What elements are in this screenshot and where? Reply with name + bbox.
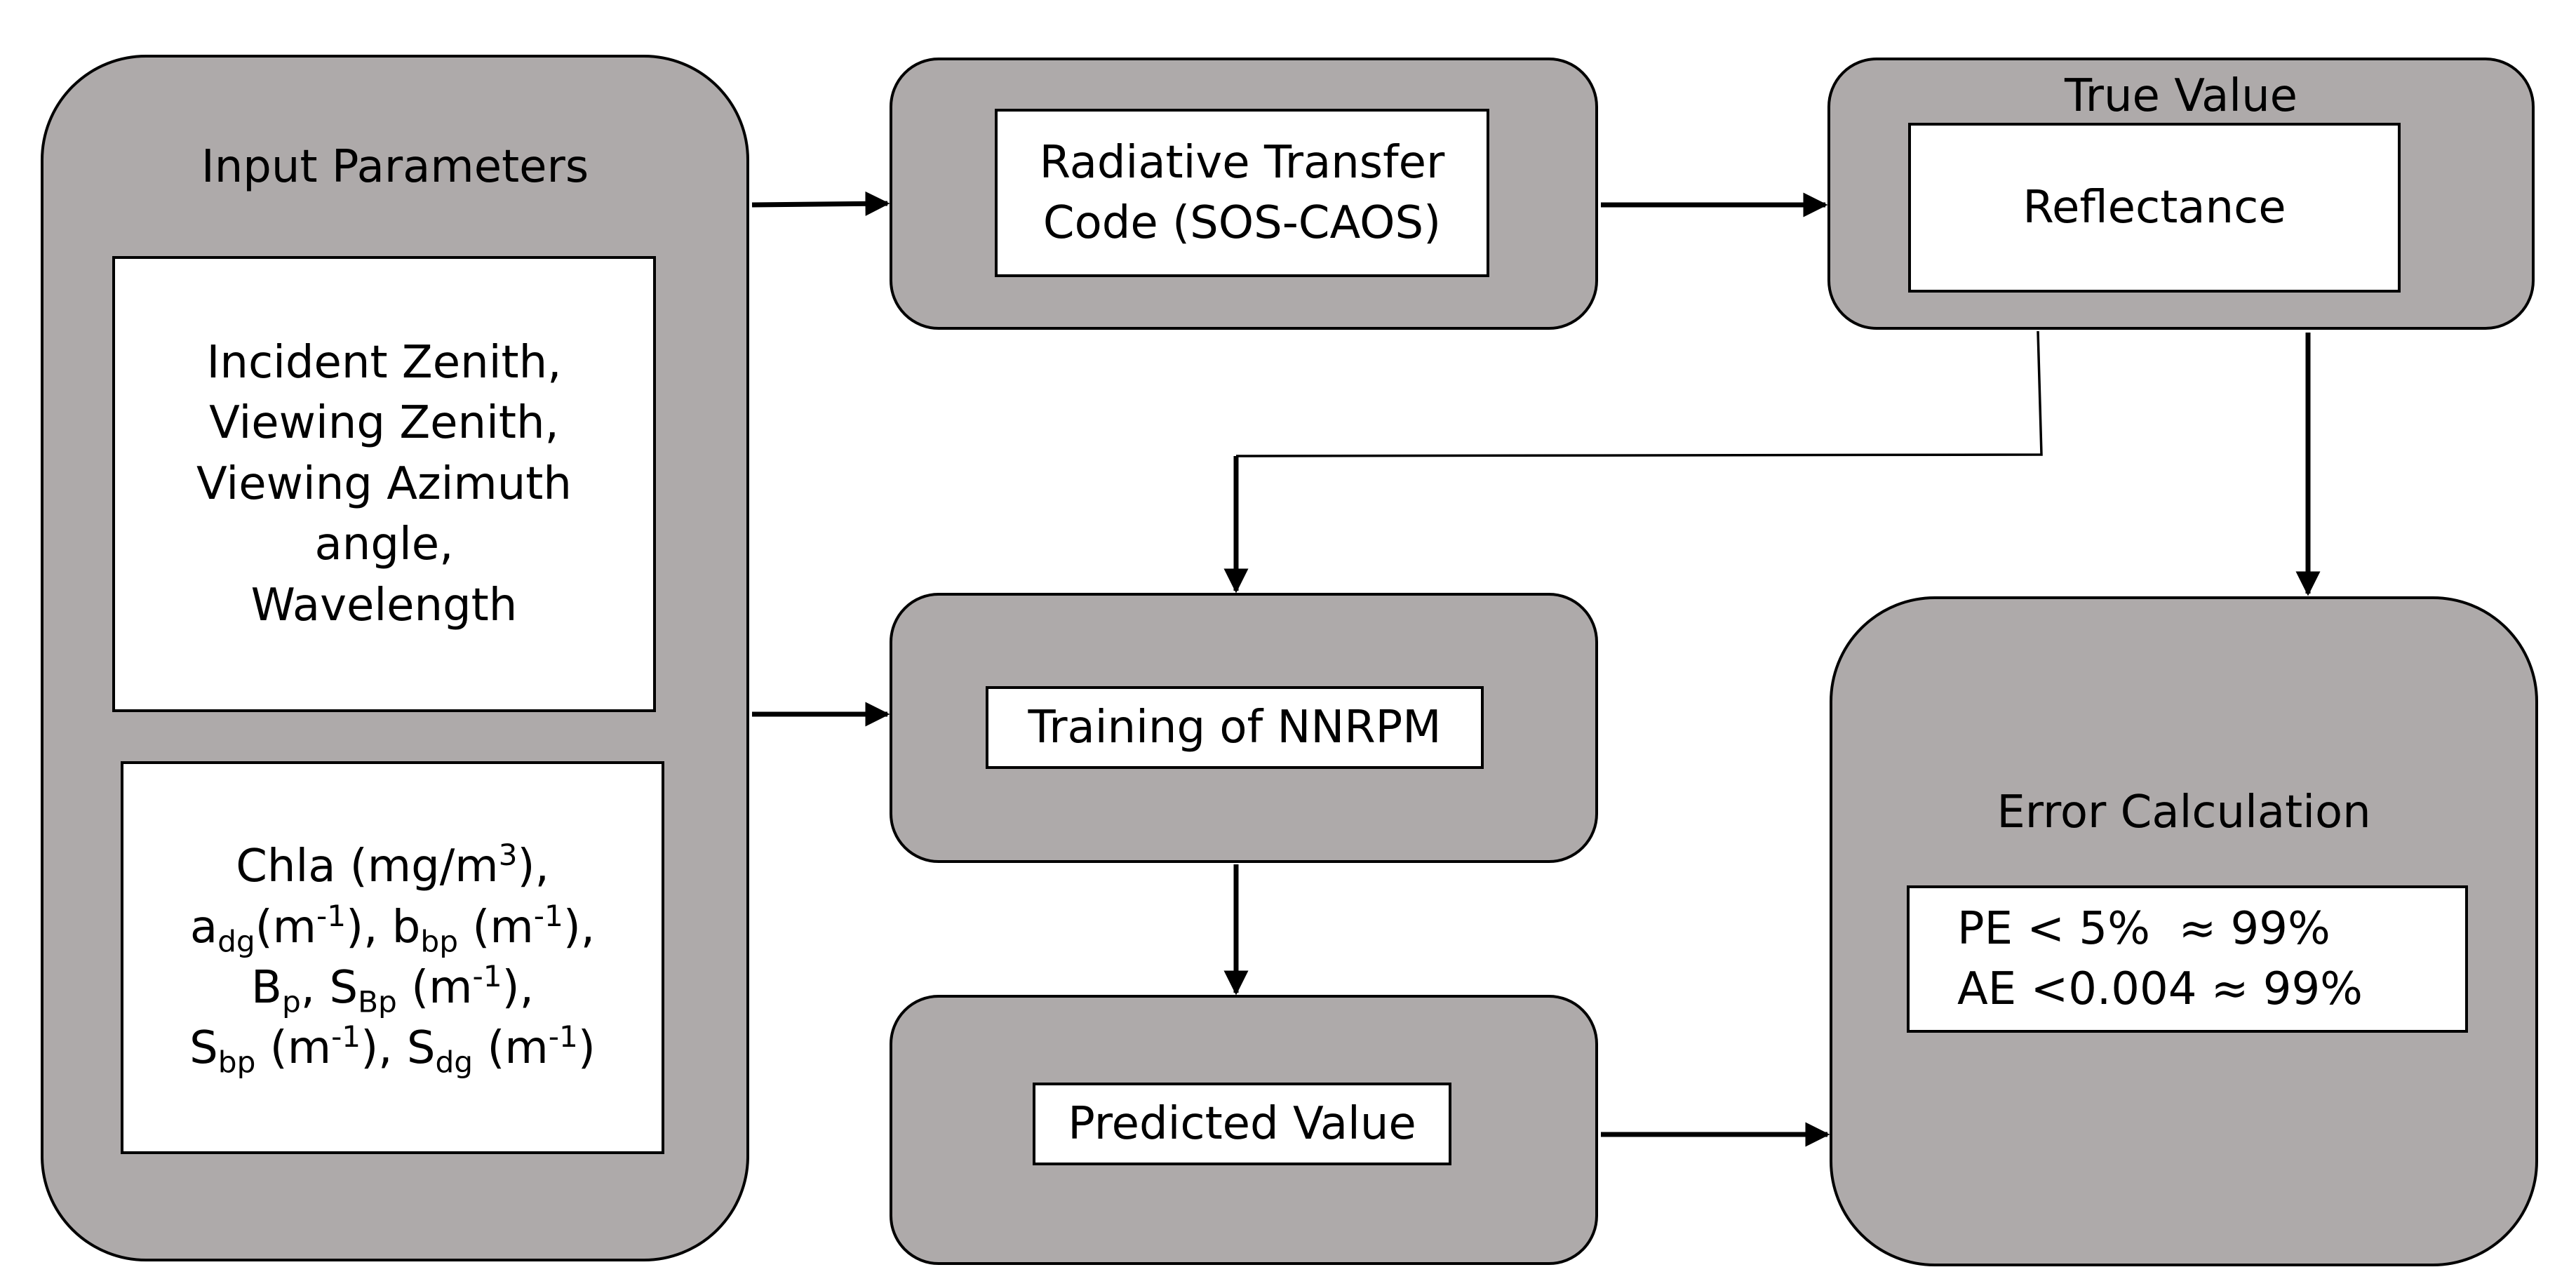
geometry-parameters-text: Incident Zenith, Viewing Zenith, Viewing…: [196, 333, 572, 636]
input-parameters-title: Input Parameters: [201, 141, 589, 193]
geometry-line: Incident Zenith,: [206, 337, 562, 389]
radiative-transfer-line: Radiative Transfer: [1039, 136, 1445, 189]
predicted-value-label: Predicted Value: [1068, 1097, 1416, 1150]
geometry-parameters-box: Incident Zenith, Viewing Zenith, Viewing…: [112, 256, 656, 712]
error-calculation-title: Error Calculation: [1997, 786, 2371, 838]
iop-parameters-box: Chla (mg/m3), adg(m-1), bbp (m-1), Bp, S…: [121, 761, 664, 1154]
iop-parameters-text: Chla (mg/m3), adg(m-1), bbp (m-1), Bp, S…: [189, 836, 596, 1079]
training-label: Training of NNRPM: [1028, 701, 1442, 753]
radiative-transfer-text: Radiative Transfer Code (SOS-CAOS): [1040, 133, 1445, 254]
predicted-value-inner: Predicted Value: [1033, 1083, 1451, 1165]
iop-line-chla: Chla (mg/m3),: [236, 838, 549, 893]
geometry-line: Viewing Azimuth: [196, 457, 572, 510]
iop-line-bp-sbp: Bp, SBp (m-1),: [251, 958, 534, 1019]
connector-true-value-to-training: [1235, 330, 2043, 457]
radiative-transfer-inner: Radiative Transfer Code (SOS-CAOS): [995, 109, 1489, 277]
iop-line-absorption-backscatter: adg(m-1), bbp (m-1),: [189, 898, 596, 959]
geometry-line: Viewing Zenith,: [209, 397, 559, 450]
radiative-transfer-line: Code (SOS-CAOS): [1042, 197, 1442, 249]
percentage-error-line: PE < 5% ≈ 99%: [1957, 902, 2330, 955]
arrow-input-to-rtc: [751, 191, 890, 216]
geometry-line: Wavelength: [250, 579, 518, 631]
absolute-error-line: AE <0.004 ≈ 99%: [1957, 963, 2363, 1015]
reflectance-box: Reflectance: [1908, 123, 2401, 293]
training-inner: Training of NNRPM: [986, 686, 1484, 769]
error-metrics-text: PE < 5% ≈ 99% AE <0.004 ≈ 99%: [1957, 899, 2363, 1020]
true-value-title: True Value: [2064, 70, 2298, 122]
geometry-line: angle,: [314, 518, 454, 571]
reflectance-label: Reflectance: [2022, 181, 2286, 234]
iop-line-slopes: Sbp (m-1), Sdg (m-1): [189, 1019, 596, 1080]
error-metrics-box: PE < 5% ≈ 99% AE <0.004 ≈ 99%: [1907, 885, 2468, 1033]
